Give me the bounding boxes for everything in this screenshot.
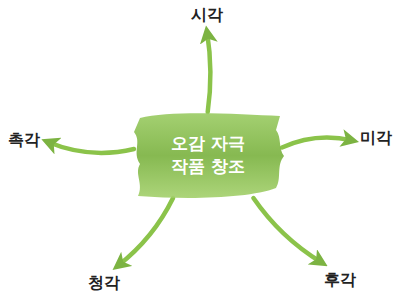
brush-arrow <box>48 142 134 153</box>
sense-label-box: 촉각 <box>5 128 43 153</box>
brush-arrow <box>207 33 210 113</box>
center-patch: 오감 자극 작품 창조 <box>130 108 286 202</box>
sense-label-box: 청각 <box>85 271 123 296</box>
brush-arrow <box>118 198 173 266</box>
sense-name: 청각 <box>88 273 120 294</box>
sense-label-box: 시각 <box>188 3 226 28</box>
sense-name: 후각 <box>324 270 356 291</box>
sense-name: 시각 <box>191 5 223 26</box>
sense-name: 미각 <box>360 128 392 149</box>
brush-arrow <box>282 137 352 147</box>
sense-label-box: 후각 <box>321 268 359 293</box>
sense-name: 촉각 <box>8 130 40 151</box>
sense-label-box: 미각 <box>357 126 395 151</box>
brush-arrow <box>253 198 321 263</box>
center-title: 오감 자극 작품 창조 <box>166 132 250 178</box>
brush-patch <box>130 108 286 202</box>
